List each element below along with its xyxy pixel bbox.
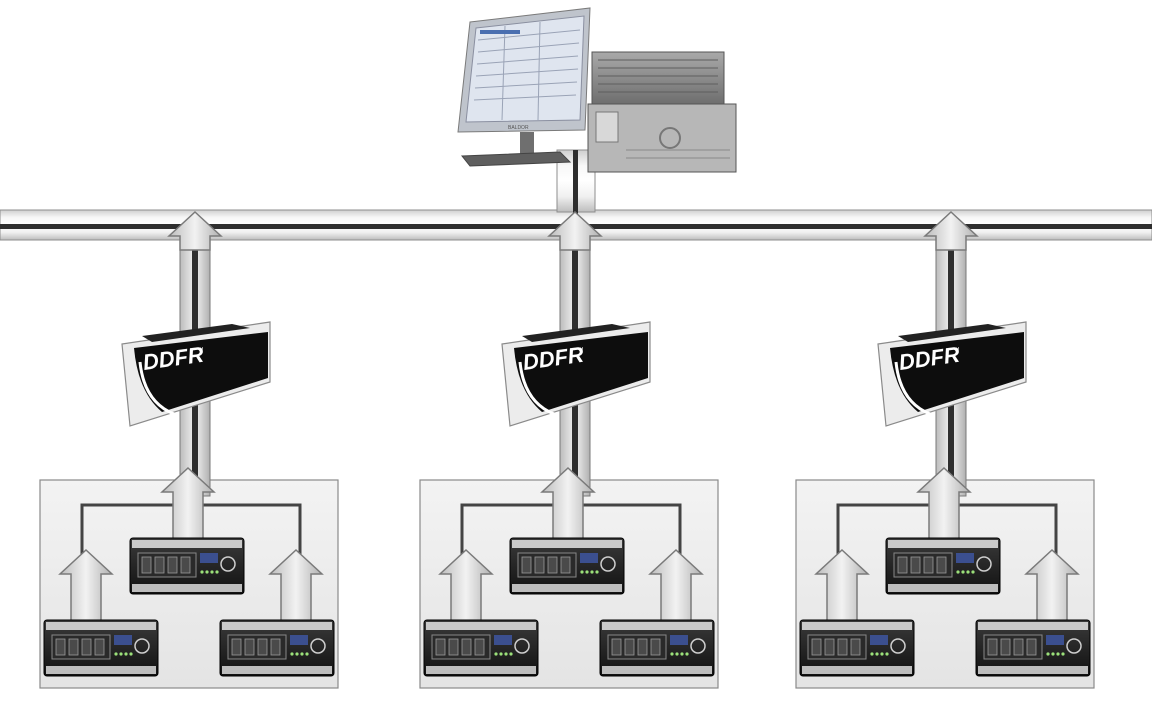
relay-bottom-trim <box>802 666 912 674</box>
relay-bottom-trim <box>512 584 622 592</box>
relay-screen <box>114 635 132 645</box>
recorder-trademark: ™ <box>577 346 584 354</box>
relay-top-trim <box>512 540 622 548</box>
relay-top-trim <box>132 540 242 548</box>
relay-screen <box>956 553 974 563</box>
monitor: BALDOR <box>458 8 590 166</box>
relay-top-trim <box>222 622 332 630</box>
relay-bottom-trim <box>426 666 536 674</box>
relay-center <box>510 538 624 594</box>
relay-top-trim <box>978 622 1088 630</box>
relay-bottom-trim <box>46 666 156 674</box>
relay-screen <box>670 635 688 645</box>
relay-top-trim <box>888 540 998 548</box>
monitor-brand: BALDOR <box>508 125 529 131</box>
recorder-trademark: ™ <box>197 346 204 354</box>
relay-left <box>44 620 158 676</box>
relay-screen <box>1046 635 1064 645</box>
relay-screen <box>494 635 512 645</box>
relay-center <box>130 538 244 594</box>
central-workstation: BALDOR <box>458 8 736 228</box>
relay-screen <box>580 553 598 563</box>
recorder-trademark: ™ <box>953 346 960 354</box>
relay-top-trim <box>46 622 156 630</box>
relay-right <box>220 620 334 676</box>
relay-bottom-trim <box>132 584 242 592</box>
relay-left <box>424 620 538 676</box>
relay-left <box>800 620 914 676</box>
relay-screen <box>290 635 308 645</box>
relay-bottom-trim <box>888 584 998 592</box>
relay-top-trim <box>426 622 536 630</box>
relay-bottom-trim <box>222 666 332 674</box>
relay-top-trim <box>802 622 912 630</box>
relay-screen <box>200 553 218 563</box>
relay-right <box>976 620 1090 676</box>
relay-screen <box>870 635 888 645</box>
relay-top-trim <box>602 622 712 630</box>
relay-bottom-trim <box>602 666 712 674</box>
relay-center <box>886 538 1000 594</box>
server <box>588 52 736 172</box>
relay-bottom-trim <box>978 666 1088 674</box>
relay-right <box>600 620 714 676</box>
